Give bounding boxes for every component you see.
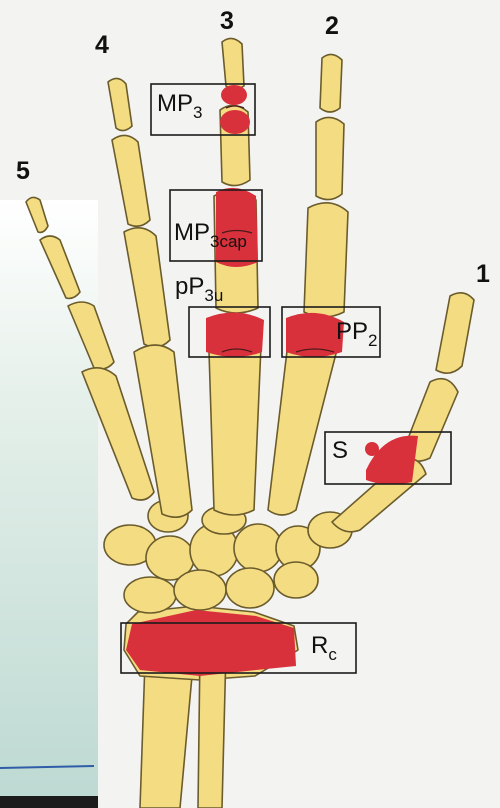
mp3-highlight-proximal xyxy=(220,110,250,134)
label-radius-main: R xyxy=(311,632,328,659)
label-pp3u: pP3u xyxy=(175,275,223,304)
pp3u-highlight xyxy=(206,312,264,357)
label-sesamoid: S xyxy=(332,439,348,463)
label-pp3u-sub: 3u xyxy=(204,286,223,305)
label-mp3cap-sub: 3cap xyxy=(210,232,247,251)
finger-4-number: 4 xyxy=(95,33,109,58)
label-pp3u-main: pP xyxy=(175,273,204,300)
label-radius-sub: c xyxy=(328,645,337,664)
label-mp3-main: MP xyxy=(157,90,193,117)
label-pp2-main: PP xyxy=(336,318,368,345)
finger-5-number: 5 xyxy=(16,159,30,184)
label-mp3cap-main: MP xyxy=(174,219,210,246)
label-mp3cap: MP3cap xyxy=(174,221,247,250)
label-pp2: PP2 xyxy=(336,320,377,349)
label-sesamoid-main: S xyxy=(332,437,348,464)
label-radius: Rc xyxy=(311,634,337,663)
carpal-bones xyxy=(104,500,352,613)
finger-1-number: 1 xyxy=(476,262,490,287)
label-pp2-sub: 2 xyxy=(368,331,377,350)
finger-3-number: 3 xyxy=(220,9,234,34)
label-mp3: MP3 xyxy=(157,92,202,121)
mp3-highlight-distal xyxy=(221,85,247,105)
label-mp3-sub: 3 xyxy=(193,103,202,122)
finger-2-number: 2 xyxy=(325,14,339,39)
